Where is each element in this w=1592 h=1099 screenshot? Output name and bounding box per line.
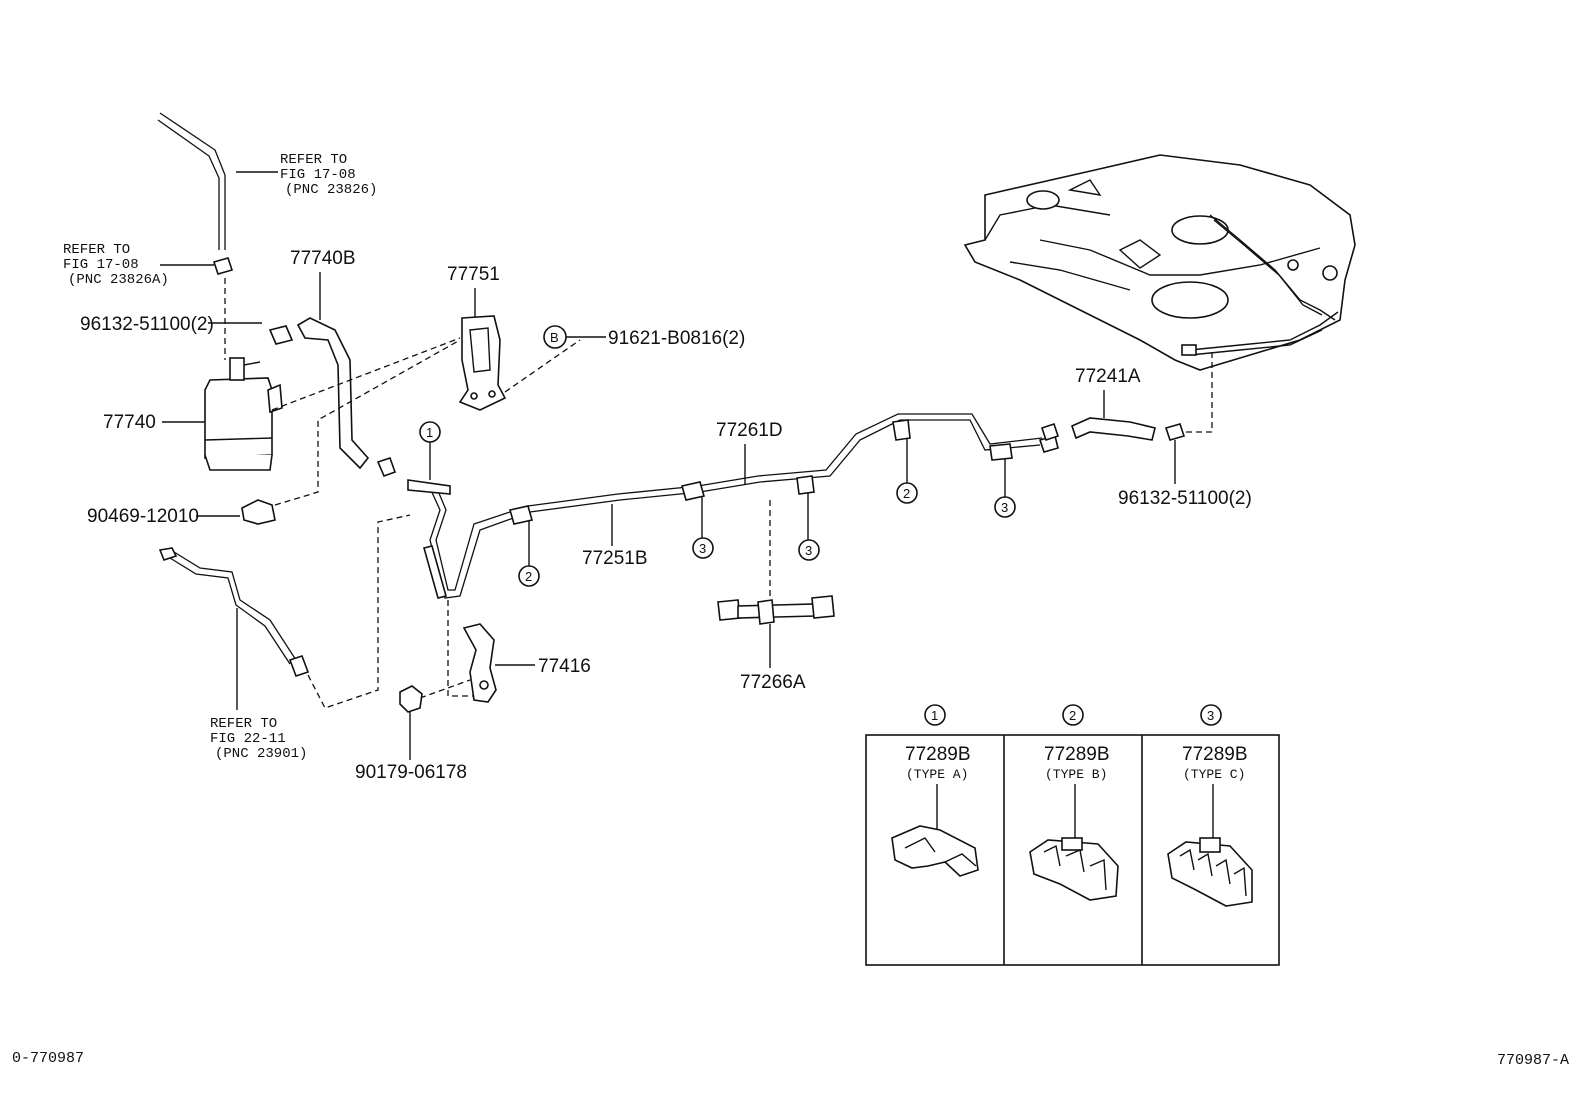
callout-type-3: 3 bbox=[1200, 704, 1222, 726]
line-end-left bbox=[423, 545, 447, 599]
clip-96132-left bbox=[268, 325, 294, 345]
label-77740B: 77740B bbox=[290, 248, 356, 269]
clamp-3a bbox=[680, 481, 706, 501]
vent-hose-upper bbox=[157, 112, 234, 275]
clamp-type-table: 1 2 3 77289B (TYPE A) 77289B (TYPE B) 77… bbox=[865, 704, 1280, 966]
clamp-2b bbox=[892, 419, 911, 441]
footer-left-code: 0-770987 bbox=[12, 1050, 84, 1067]
ref-bottom-line2: FIG 22-11 bbox=[210, 731, 286, 747]
ref-top-line1: REFER TO bbox=[280, 152, 347, 168]
label-77251B: 77251B bbox=[582, 548, 648, 569]
clamp-3b bbox=[796, 475, 815, 495]
callout-3-c: 3 bbox=[994, 496, 1016, 518]
svg-text:2: 2 bbox=[1069, 708, 1076, 723]
callout-type-2: 2 bbox=[1062, 704, 1084, 726]
svg-text:3: 3 bbox=[1001, 500, 1008, 515]
clamp-part-2: 77289B bbox=[1044, 744, 1110, 765]
clamp-left-1 bbox=[407, 479, 451, 495]
callout-3-b: 3 bbox=[798, 539, 820, 561]
pipe-ref-lower bbox=[158, 547, 310, 678]
svg-text:2: 2 bbox=[903, 486, 910, 501]
ref-top-line3: (PNC 23826) bbox=[285, 182, 377, 198]
ref-bottom-line1: REFER TO bbox=[210, 716, 277, 732]
clamp-part-3: 77289B bbox=[1182, 744, 1248, 765]
nut-90179 bbox=[399, 685, 423, 713]
clamp-type-3: (TYPE C) bbox=[1183, 767, 1245, 782]
label-96132-right: 96132-51100(2) bbox=[1118, 488, 1252, 509]
label-77751: 77751 bbox=[447, 264, 500, 285]
ref-top-line2: FIG 17-08 bbox=[280, 167, 356, 183]
label-77740: 77740 bbox=[103, 412, 156, 433]
clip-right-small bbox=[1040, 422, 1060, 442]
marker-b: B bbox=[550, 330, 559, 345]
hose-77266A bbox=[717, 595, 835, 625]
label-77241A: 77241A bbox=[1075, 366, 1141, 387]
clamp-type-b-drawing bbox=[1029, 837, 1119, 901]
ref-mid-line2: FIG 17-08 bbox=[63, 257, 139, 273]
bracket-77416 bbox=[462, 623, 497, 703]
clip-hose-lower bbox=[376, 456, 397, 478]
clamp-type-c-drawing bbox=[1167, 837, 1253, 907]
label-77266A: 77266A bbox=[740, 672, 806, 693]
callout-1-a: 1 bbox=[419, 421, 441, 443]
label-77261D: 77261D bbox=[716, 420, 783, 441]
ref-bottom-line3: (PNC 23901) bbox=[215, 746, 307, 762]
svg-text:3: 3 bbox=[805, 543, 812, 558]
label-90469: 90469-12010 bbox=[87, 506, 199, 527]
callout-3-a: 3 bbox=[692, 537, 714, 559]
clamp-part-1: 77289B bbox=[905, 744, 971, 765]
fuel-tank bbox=[963, 154, 1356, 371]
label-77416: 77416 bbox=[538, 656, 591, 677]
ref-mid-line1: REFER TO bbox=[63, 242, 130, 258]
clamp-3c bbox=[989, 443, 1013, 461]
ref-mid-line3: (PNC 23826A) bbox=[68, 272, 169, 288]
callout-2-b: 2 bbox=[896, 482, 918, 504]
clamp-type-a-drawing bbox=[891, 825, 979, 877]
hose-77740B bbox=[296, 317, 370, 470]
svg-text:3: 3 bbox=[699, 541, 706, 556]
valve-90469 bbox=[241, 499, 276, 525]
callout-type-1: 1 bbox=[924, 704, 946, 726]
svg-text:1: 1 bbox=[426, 425, 433, 440]
callout-2-a: 2 bbox=[518, 565, 540, 587]
bracket-77751 bbox=[458, 315, 507, 411]
footer-right-code: 770987-A bbox=[1497, 1052, 1569, 1069]
clamp-2a bbox=[508, 505, 534, 525]
svg-text:2: 2 bbox=[525, 569, 532, 584]
clip-96132-right bbox=[1164, 423, 1186, 441]
hose-77241A bbox=[1071, 417, 1156, 441]
label-96132-left: 96132-51100(2) bbox=[80, 314, 214, 335]
svg-text:1: 1 bbox=[931, 708, 938, 723]
label-91621: 91621-B0816(2) bbox=[608, 328, 745, 349]
svg-text:3: 3 bbox=[1207, 708, 1214, 723]
charcoal-canister bbox=[204, 357, 283, 471]
label-90179: 90179-06178 bbox=[355, 762, 467, 783]
clamp-type-2: (TYPE B) bbox=[1045, 767, 1107, 782]
clamp-type-1: (TYPE A) bbox=[906, 767, 968, 782]
